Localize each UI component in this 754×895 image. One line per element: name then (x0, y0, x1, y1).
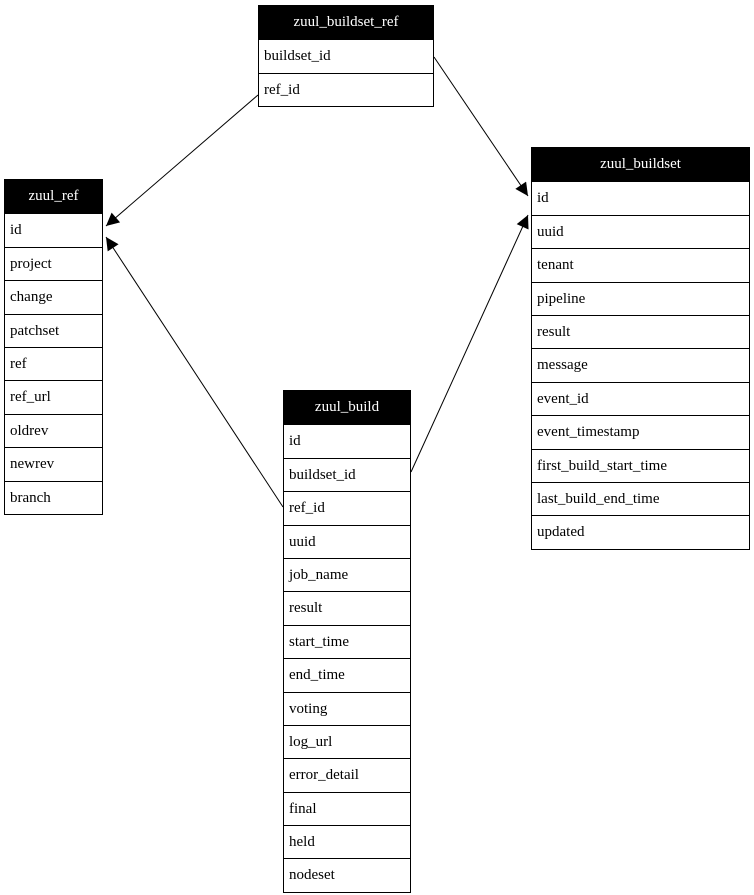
field-zuul-build-job-name: job_name (284, 557, 410, 592)
field-zuul-ref-patchset: patchset (5, 313, 102, 347)
field-zuul-buildset-updated: updated (532, 515, 749, 549)
field-zuul-build-buildset-id: buildset_id (284, 457, 410, 492)
field-zuul-build-id: id (284, 424, 410, 458)
field-zuul-ref-project: project (5, 246, 102, 281)
field-zuul-buildset-pipeline: pipeline (532, 281, 749, 315)
field-zuul-ref-change: change (5, 280, 102, 314)
field-zuul-buildset-first-build-start-time: first_build_start_time (532, 448, 749, 482)
field-zuul-build-final: final (284, 791, 410, 826)
field-zuul-ref-branch: branch (5, 480, 102, 514)
field-zuul-buildset-event-id: event_id (532, 381, 749, 416)
edge-build-refid-to-ref-id (105, 236, 284, 508)
field-zuul-ref-id: id (5, 213, 102, 247)
field-zuul-build-log-url: log_url (284, 724, 410, 759)
field-zuul-build-uuid: uuid (284, 524, 410, 558)
field-zuul-build-result: result (284, 591, 410, 625)
table-title-zuul-build: zuul_build (284, 391, 410, 425)
field-zuul-ref-newrev: newrev (5, 447, 102, 481)
field-zuul-buildset-result: result (532, 314, 749, 349)
edge-build-buildsetid-to-buildset-id (410, 214, 529, 473)
field-zuul-buildset-uuid: uuid (532, 214, 749, 249)
field-zuul-ref-oldrev: oldrev (5, 413, 102, 448)
edge-buildset-ref-refid-to-ref-id (105, 94, 259, 227)
field-zuul-build-end-time: end_time (284, 658, 410, 692)
field-zuul-build-ref-id: ref_id (284, 491, 410, 525)
field-zuul-build-error-detail: error_detail (284, 758, 410, 792)
field-zuul-build-held: held (284, 825, 410, 859)
field-zuul-buildset-ref-ref-id: ref_id (259, 72, 433, 107)
field-zuul-build-voting: voting (284, 691, 410, 725)
table-title-zuul-ref: zuul_ref (5, 180, 102, 214)
field-zuul-buildset-message: message (532, 348, 749, 382)
field-zuul-build-nodeset: nodeset (284, 858, 410, 892)
field-zuul-build-start-time: start_time (284, 624, 410, 659)
field-zuul-buildset-id: id (532, 181, 749, 215)
field-zuul-buildset-last-build-end-time: last_build_end_time (532, 481, 749, 516)
table-title-zuul-buildset: zuul_buildset (532, 148, 749, 182)
table-title-zuul-buildset-ref: zuul_buildset_ref (259, 6, 433, 40)
field-zuul-ref-ref-url: ref_url (5, 380, 102, 414)
field-zuul-ref-ref: ref (5, 346, 102, 381)
field-zuul-buildset-tenant: tenant (532, 248, 749, 282)
edge-buildset-ref-buildsetid-to-buildset-id (433, 56, 529, 197)
field-zuul-buildset-event-timestamp: event_timestamp (532, 415, 749, 449)
field-zuul-buildset-ref-buildset-id: buildset_id (259, 39, 433, 73)
